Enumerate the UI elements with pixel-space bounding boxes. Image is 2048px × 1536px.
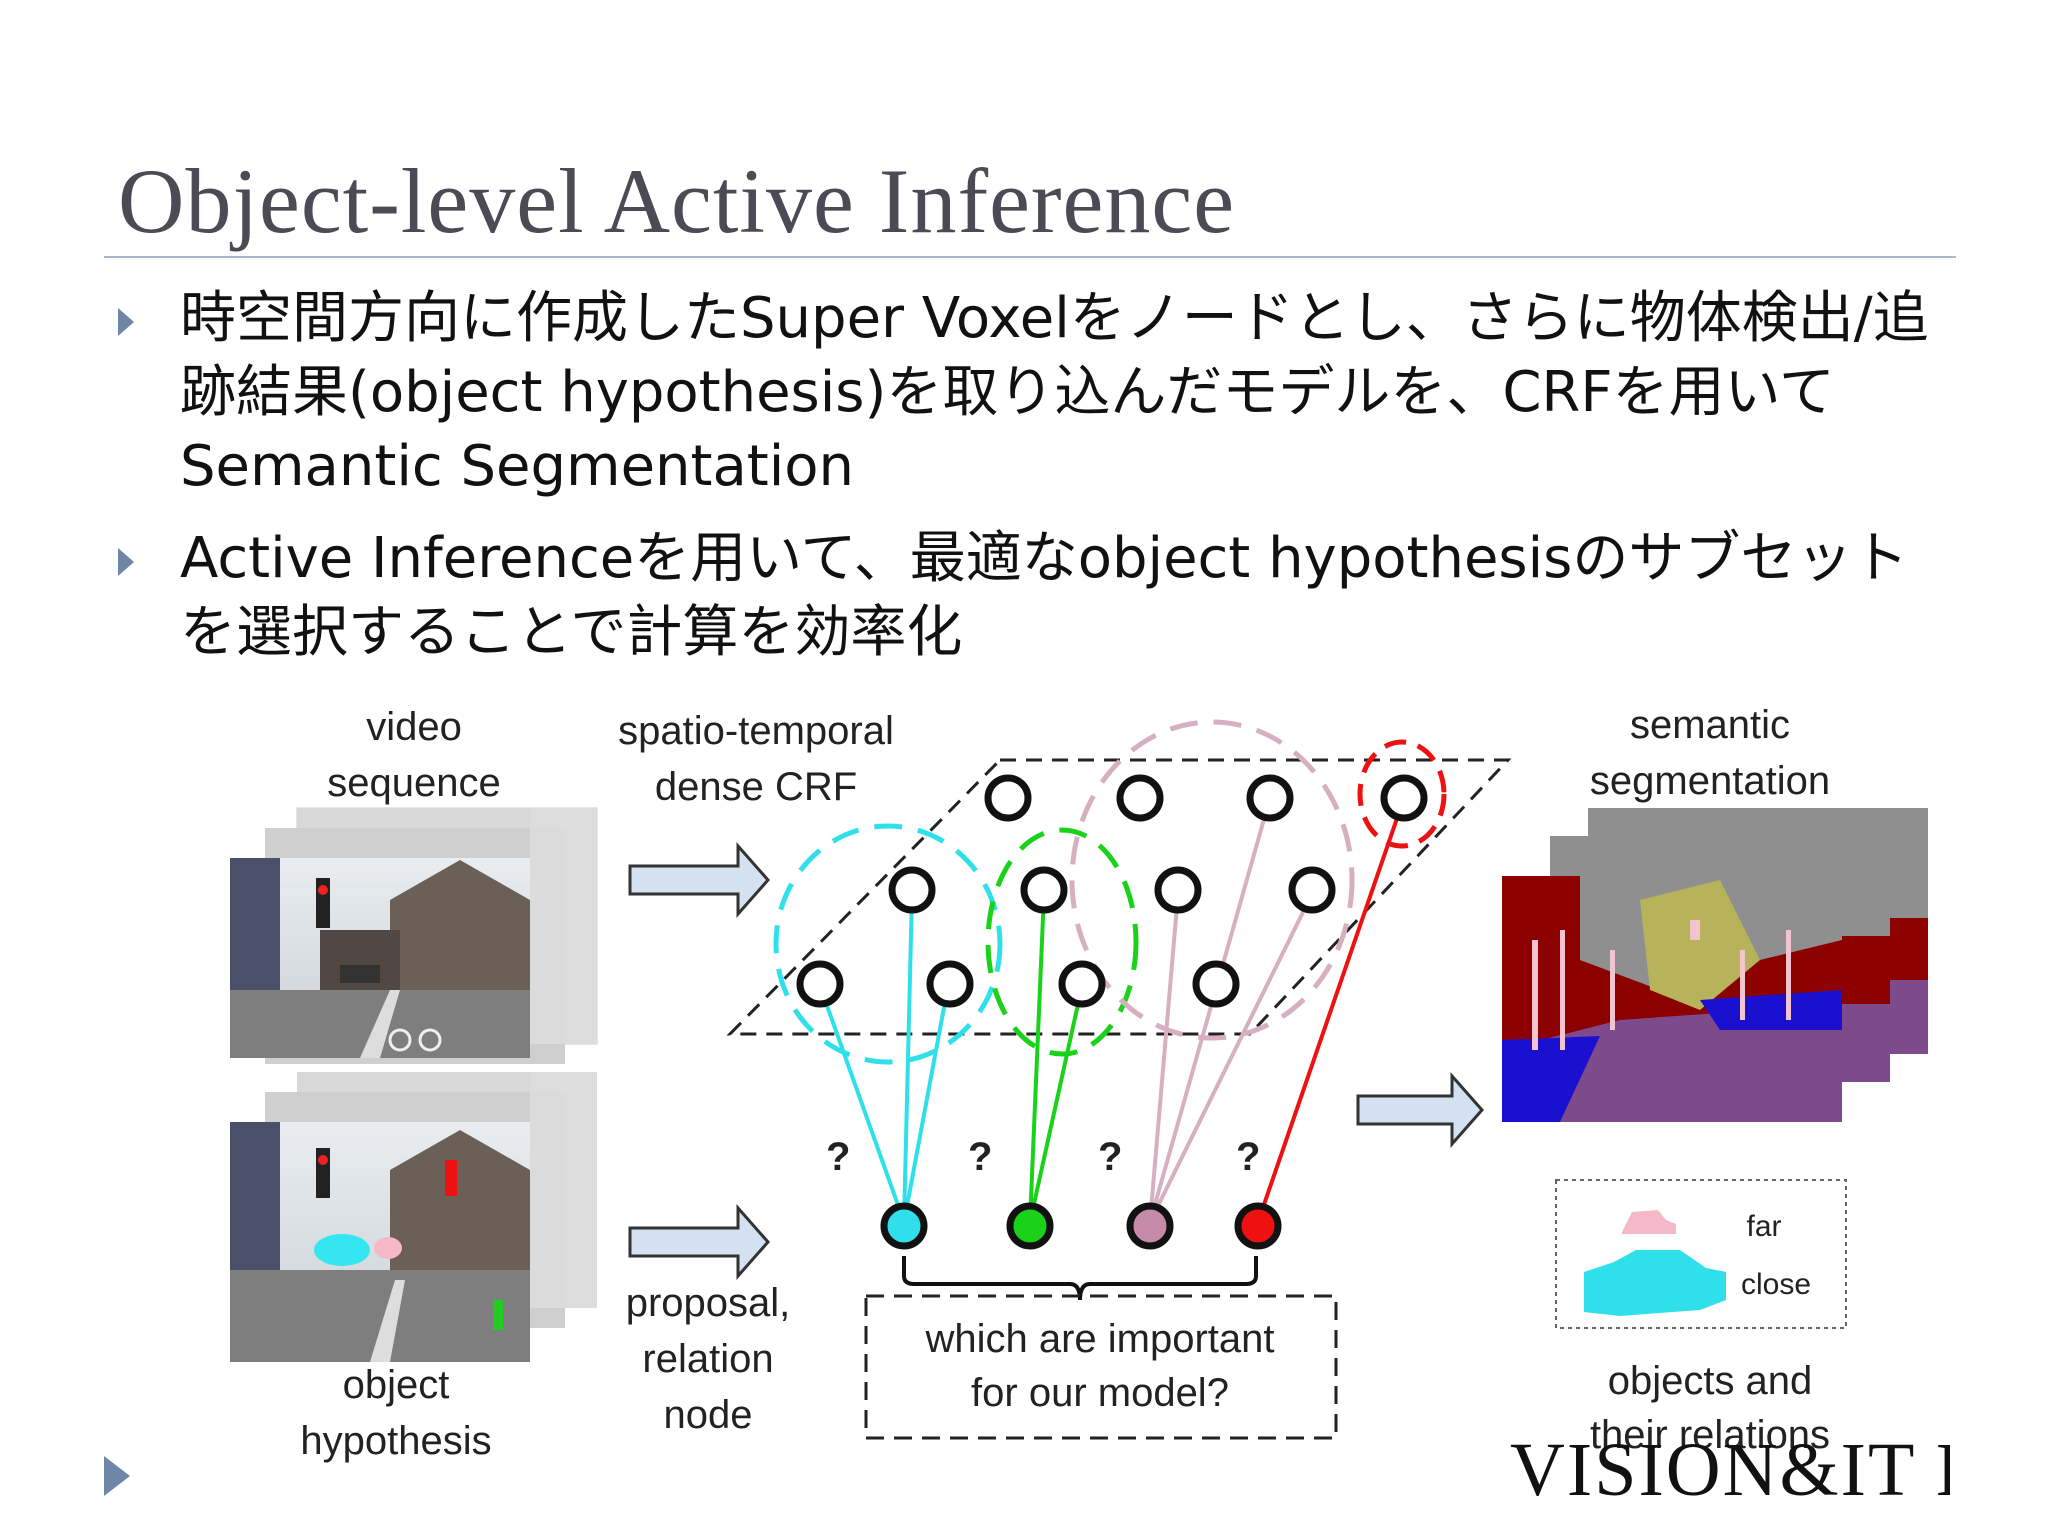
proposal-nodes xyxy=(880,1202,1282,1250)
proposal-label-line1: proposal, xyxy=(626,1281,791,1325)
slide-title: Object-level Active Inference xyxy=(118,150,1236,252)
question-line2: for our model? xyxy=(971,1371,1229,1415)
bullet-1: 時空間方向に作成したSuper Voxelをノードとし、さらに物体検出/追跡結果… xyxy=(118,282,1940,504)
question-mark: ? xyxy=(826,1135,850,1179)
semantic-label-line2: segmentation xyxy=(1590,759,1830,803)
hypothesis-frame xyxy=(230,1122,530,1362)
cluster-pink xyxy=(1069,719,1355,1041)
relations-legend: far close xyxy=(1555,1179,1847,1329)
cluster-green xyxy=(985,827,1139,1057)
legend-far-label: far xyxy=(1746,1210,1781,1243)
proposal-node-red xyxy=(1234,1202,1282,1250)
bullet-1-text: 時空間方向に作成したSuper Voxelをノードとし、さらに物体検出/追跡結果… xyxy=(180,286,1929,499)
relations-label-line2: their relations xyxy=(1590,1413,1830,1457)
bullet-2-text: Active Inferenceを用いて、最適なobject hypothesi… xyxy=(180,526,1909,665)
lab-logo: VISION&IT Lab xyxy=(1510,1440,1950,1496)
close-car-icon xyxy=(1584,1250,1726,1316)
crf-nodes xyxy=(796,774,1428,1008)
question-mark: ? xyxy=(968,1135,992,1179)
object-label-line2: hypothesis xyxy=(300,1419,491,1463)
cluster-cyan xyxy=(773,823,1003,1065)
question-line1: which are important xyxy=(924,1317,1274,1361)
proposal-label-line2: relation xyxy=(642,1337,773,1381)
proposal-node-green xyxy=(1006,1202,1054,1250)
segmentation-frame-stack xyxy=(1502,808,1928,1122)
arrow-to-segmentation xyxy=(1356,1072,1485,1148)
question-box xyxy=(864,1294,1338,1440)
relations-label-line1: objects and xyxy=(1608,1359,1813,1403)
relation-lines xyxy=(818,797,1406,1223)
crf-node xyxy=(1020,866,1068,914)
crf-node xyxy=(1116,774,1164,822)
cluster-red xyxy=(1357,739,1447,849)
crf-node xyxy=(984,774,1032,822)
object-label-line1: object xyxy=(343,1363,450,1407)
crf-node xyxy=(888,866,936,914)
title-divider xyxy=(104,256,1956,258)
crf-node xyxy=(1380,774,1428,822)
proposal-label-line3: node xyxy=(664,1393,753,1437)
crf-node xyxy=(1058,960,1106,1008)
crf-node xyxy=(1246,774,1294,822)
crf-node xyxy=(926,960,974,1008)
bullet-arrow-icon xyxy=(118,308,134,336)
proposal-node-mauve xyxy=(1126,1202,1174,1250)
proposal-node-cyan xyxy=(880,1202,928,1250)
bullet-arrow-icon xyxy=(118,548,134,576)
hypothesis-frame-stack xyxy=(230,1072,597,1362)
video-frame-stack xyxy=(230,807,598,1064)
semantic-label-line1: semantic xyxy=(1630,703,1790,747)
crf-node xyxy=(1288,866,1336,914)
video-label-line1: video xyxy=(366,705,462,749)
lab-logo-text: VISION&IT Lab xyxy=(1510,1440,1950,1496)
proposal-bracket xyxy=(902,1256,1258,1301)
crf-node xyxy=(796,960,844,1008)
question-mark: ? xyxy=(1236,1135,1260,1179)
next-slide-arrow-icon xyxy=(104,1456,130,1496)
far-car-icon xyxy=(1622,1210,1676,1234)
crf-node xyxy=(1154,866,1202,914)
arrow-hypothesis-to-nodes xyxy=(628,1204,771,1280)
video-label-line2: sequence xyxy=(327,761,500,805)
segmentation-frame xyxy=(1502,876,1842,1122)
video-frame xyxy=(230,858,530,1058)
crf-label-line2: dense CRF xyxy=(655,765,857,809)
legend-close-label: close xyxy=(1741,1268,1811,1301)
arrow-video-to-crf xyxy=(628,842,771,918)
crf-label-line1: spatio-temporal xyxy=(618,709,894,753)
bullet-2: Active Inferenceを用いて、最適なobject hypothesi… xyxy=(118,522,1940,670)
question-mark: ? xyxy=(1098,1135,1122,1179)
crf-node xyxy=(1192,960,1240,1008)
